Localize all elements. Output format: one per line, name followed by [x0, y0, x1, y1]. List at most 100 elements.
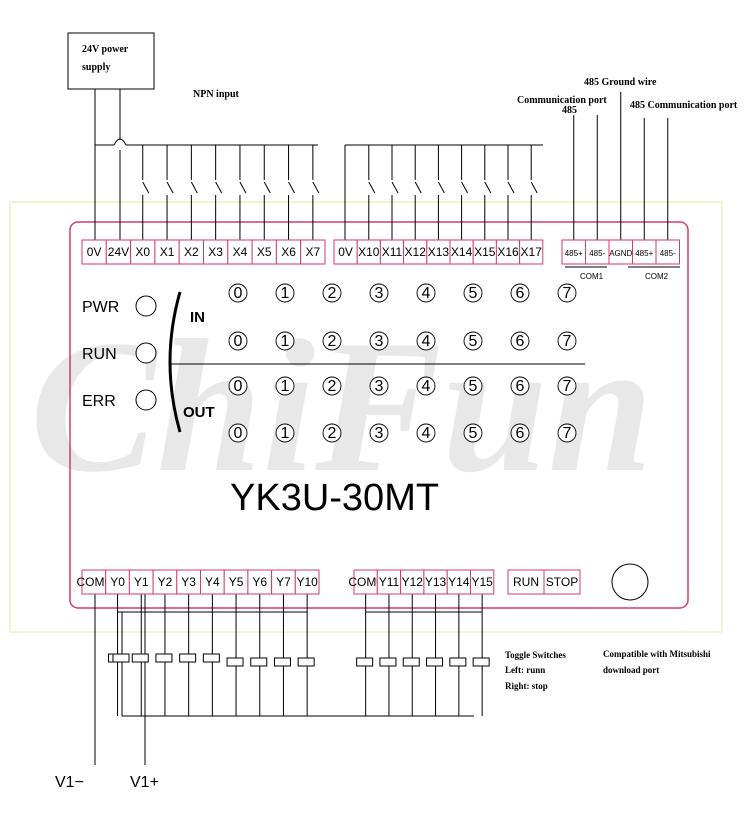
- toggle-switch: [472, 657, 490, 667]
- led-digit: 0: [234, 425, 243, 442]
- bottom-terminal-label: COM0: [77, 575, 112, 589]
- top-terminal-label: X6: [281, 245, 296, 259]
- led-digit: 4: [422, 425, 431, 442]
- comm-port1-label-2: 485: [562, 105, 577, 116]
- led-digit: 3: [375, 378, 384, 395]
- led-digit: 7: [563, 285, 572, 302]
- toggle-switch: [155, 653, 173, 663]
- toggle-switch: [112, 653, 130, 663]
- bottom-terminal-label: Y2: [158, 575, 173, 589]
- top-terminal-label: X4: [233, 245, 248, 259]
- plc-board: [69, 221, 689, 609]
- led-circle: [369, 283, 389, 303]
- led-circle: [322, 283, 342, 303]
- toggle-switch: [426, 657, 444, 667]
- toggle-switch: [250, 657, 268, 667]
- status-run-led: [135, 342, 157, 364]
- top-terminal-cell: [105, 239, 132, 265]
- led-circle: [369, 376, 389, 396]
- led-digit: 7: [563, 378, 572, 395]
- wire: [368, 181, 376, 194]
- top-terminal-label: X5: [257, 245, 272, 259]
- led-circle: [463, 331, 483, 351]
- led-digit: 0: [234, 378, 243, 395]
- led-digit: 1: [281, 285, 290, 302]
- bottom-terminal-label: Y6: [252, 575, 267, 589]
- wire: [215, 181, 223, 194]
- wire: [166, 181, 174, 194]
- top-terminal-label: X7: [306, 245, 321, 259]
- top-terminal-right-label: X16: [497, 245, 519, 259]
- status-err-led: [135, 389, 157, 411]
- led-digit: 3: [375, 333, 384, 350]
- run-button-label: RUN: [513, 575, 539, 589]
- top-terminal-label: 0V: [87, 245, 102, 259]
- bottom-terminal-right-label: COM0: [348, 575, 383, 589]
- led-circle: [416, 331, 436, 351]
- top-terminal-label: X2: [184, 245, 199, 259]
- led-digit: 5: [469, 378, 478, 395]
- led-circle: [228, 283, 248, 303]
- comm-port2-label: 485 Communication port: [630, 100, 738, 111]
- led-digit: 6: [516, 378, 525, 395]
- top-terminal-right-label: X10: [358, 245, 380, 259]
- led-circle: [557, 331, 577, 351]
- led-circle: [510, 376, 530, 396]
- npn-input-label: NPN input: [193, 89, 240, 100]
- toggle-switch: [226, 657, 244, 667]
- top-terminal-label: X0: [135, 245, 150, 259]
- top-terminal-cell: [251, 239, 277, 265]
- led-digit: 1: [281, 425, 290, 442]
- comm-terminal-label: 485-: [589, 249, 605, 258]
- top-terminal-right-label: X12: [405, 245, 427, 259]
- toggle-switch: [131, 653, 149, 663]
- led-digit: 2: [328, 285, 337, 302]
- com1-label: COM1: [580, 272, 604, 281]
- bottom-terminal-right-cell: [470, 569, 495, 595]
- led-digit: 1: [281, 333, 290, 350]
- top-terminal-right-label: X14: [451, 245, 473, 259]
- led-circle: [510, 283, 530, 303]
- wire: [484, 181, 492, 194]
- button-cell: [507, 569, 545, 595]
- top-terminal-label: X3: [208, 245, 223, 259]
- top-terminal-right-cell: [519, 239, 544, 265]
- led-digit: 2: [328, 378, 337, 395]
- toggle-left: Left: runn: [505, 665, 545, 675]
- top-terminal-right-label: X17: [521, 245, 543, 259]
- toggle-right: Right: stop: [505, 681, 548, 691]
- led-digit: 6: [516, 285, 525, 302]
- led-circle: [510, 331, 530, 351]
- comm-terminal-label: AGND: [609, 249, 632, 258]
- comm-ground-label: 485 Ground wire: [584, 77, 657, 88]
- bottom-terminal-right-label: Y13: [425, 575, 447, 589]
- button-cell: [543, 569, 581, 595]
- wire: [530, 181, 538, 194]
- wire: [312, 181, 320, 194]
- bottom-terminal-right-label: Y12: [402, 575, 424, 589]
- led-circle: [275, 376, 295, 396]
- comm-terminal-label: 485-: [660, 249, 676, 258]
- bottom-terminal-right-label: Y11: [379, 575, 400, 589]
- toggle-switches: [108, 653, 490, 667]
- in-out-bracket: [168, 291, 182, 433]
- led-circle: [275, 331, 295, 351]
- stop-button-label: STOP: [546, 575, 578, 589]
- top-terminal-cell: [275, 239, 302, 265]
- led-circle: [369, 423, 389, 443]
- wire: [288, 181, 295, 194]
- top-terminal-label: 24V: [108, 245, 129, 259]
- led-circle: [416, 376, 436, 396]
- wire: [507, 181, 515, 194]
- power-supply-label-1: 24V power: [82, 44, 129, 55]
- power-supply-box: [67, 32, 155, 90]
- led-circle: [557, 283, 577, 303]
- top-terminal-right-label: X15: [474, 245, 496, 259]
- led-digit: 0: [234, 333, 243, 350]
- led-digit: 6: [516, 425, 525, 442]
- led-circle: [322, 376, 342, 396]
- wire: [190, 181, 198, 194]
- led-digit: 7: [563, 425, 572, 442]
